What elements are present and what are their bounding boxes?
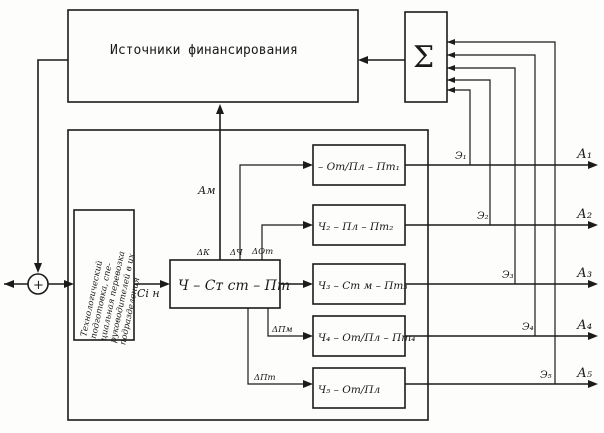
sum-block	[404, 11, 448, 103]
e-label-3: Э₃	[502, 270, 514, 281]
feedback-arrow-2	[447, 77, 455, 83]
branch-block-3-formula: Ч₃ – Ст м – Пт₃	[318, 280, 408, 292]
summing-node-symbol: +	[33, 278, 44, 293]
funding-sources-block	[67, 9, 359, 103]
technology-block	[73, 209, 135, 341]
e-label-5: Э₅	[540, 370, 552, 381]
feedback-arrow-3	[447, 65, 455, 71]
output-label-3: А₃	[576, 266, 592, 281]
funding-sources-title: Источники финансирования	[110, 43, 298, 58]
feedback-5	[447, 41, 556, 384]
output-arrow-3	[588, 280, 598, 288]
output-label-4: А₄	[576, 318, 592, 333]
branch3-arrow	[303, 280, 313, 288]
main-block-formula: Ч – Сᴛ ст – Пт	[178, 278, 290, 294]
branch1-arrow	[303, 161, 313, 169]
input-cost-label: Сi н	[137, 287, 160, 300]
am-label: Ам	[197, 184, 215, 197]
input-left-arrow	[4, 280, 14, 288]
feedback-arrow-5	[447, 39, 455, 45]
output-label-5: А₅	[576, 366, 593, 381]
branch-block-5-formula: Ч₅ – От/Пл	[318, 384, 380, 396]
e-label-1: Э₁	[455, 151, 467, 162]
feedback-arrow	[34, 263, 42, 273]
feedback-line	[37, 59, 68, 268]
feedback-2	[447, 79, 491, 225]
output-label-1: А₁	[576, 147, 592, 162]
branch5-line	[247, 308, 308, 385]
output-arrow-5	[588, 380, 598, 388]
delta-k-label: ΔК	[196, 248, 210, 258]
branch-block-1-formula: – От/Пл – Пт₁	[318, 161, 400, 173]
output-label-2: А₂	[576, 207, 592, 222]
output-arrow-1	[588, 161, 598, 169]
branch5-arrow	[303, 380, 313, 388]
branch2-line	[261, 224, 308, 260]
vblock-to-main-arrow	[160, 280, 170, 288]
feedback-3	[447, 67, 516, 284]
delta-pt-label: ΔПт	[253, 373, 276, 383]
branch4-arrow	[303, 332, 313, 340]
output-arrow-2	[588, 221, 598, 229]
branch1-line	[239, 164, 308, 260]
sum-symbol: Σ	[413, 40, 434, 75]
output-arrow-4	[588, 332, 598, 340]
feedback-arrow-1	[447, 87, 455, 93]
branch-block-5	[312, 367, 406, 409]
system-enclosure	[67, 129, 429, 421]
feedback-4	[447, 54, 536, 336]
branch-block-2-formula: Ч₂ – Пл – Пт₂	[318, 221, 393, 233]
feedback-arrow-4	[447, 52, 455, 58]
e-label-2: Э₂	[477, 211, 489, 222]
branch4-line	[267, 308, 308, 337]
delta-ch-label: ΔЧ	[229, 248, 243, 258]
node-to-vblock-arrow	[64, 280, 74, 288]
branch2-arrow	[303, 221, 313, 229]
delta-pm-label: ΔПм	[271, 325, 293, 335]
e-label-4: Э₄	[522, 322, 534, 333]
sum-to-funding-arrow	[358, 56, 368, 64]
am-arrow	[216, 104, 224, 114]
branch-block-4-formula: Ч₄ – От/Пл – Пт₄	[318, 332, 415, 344]
